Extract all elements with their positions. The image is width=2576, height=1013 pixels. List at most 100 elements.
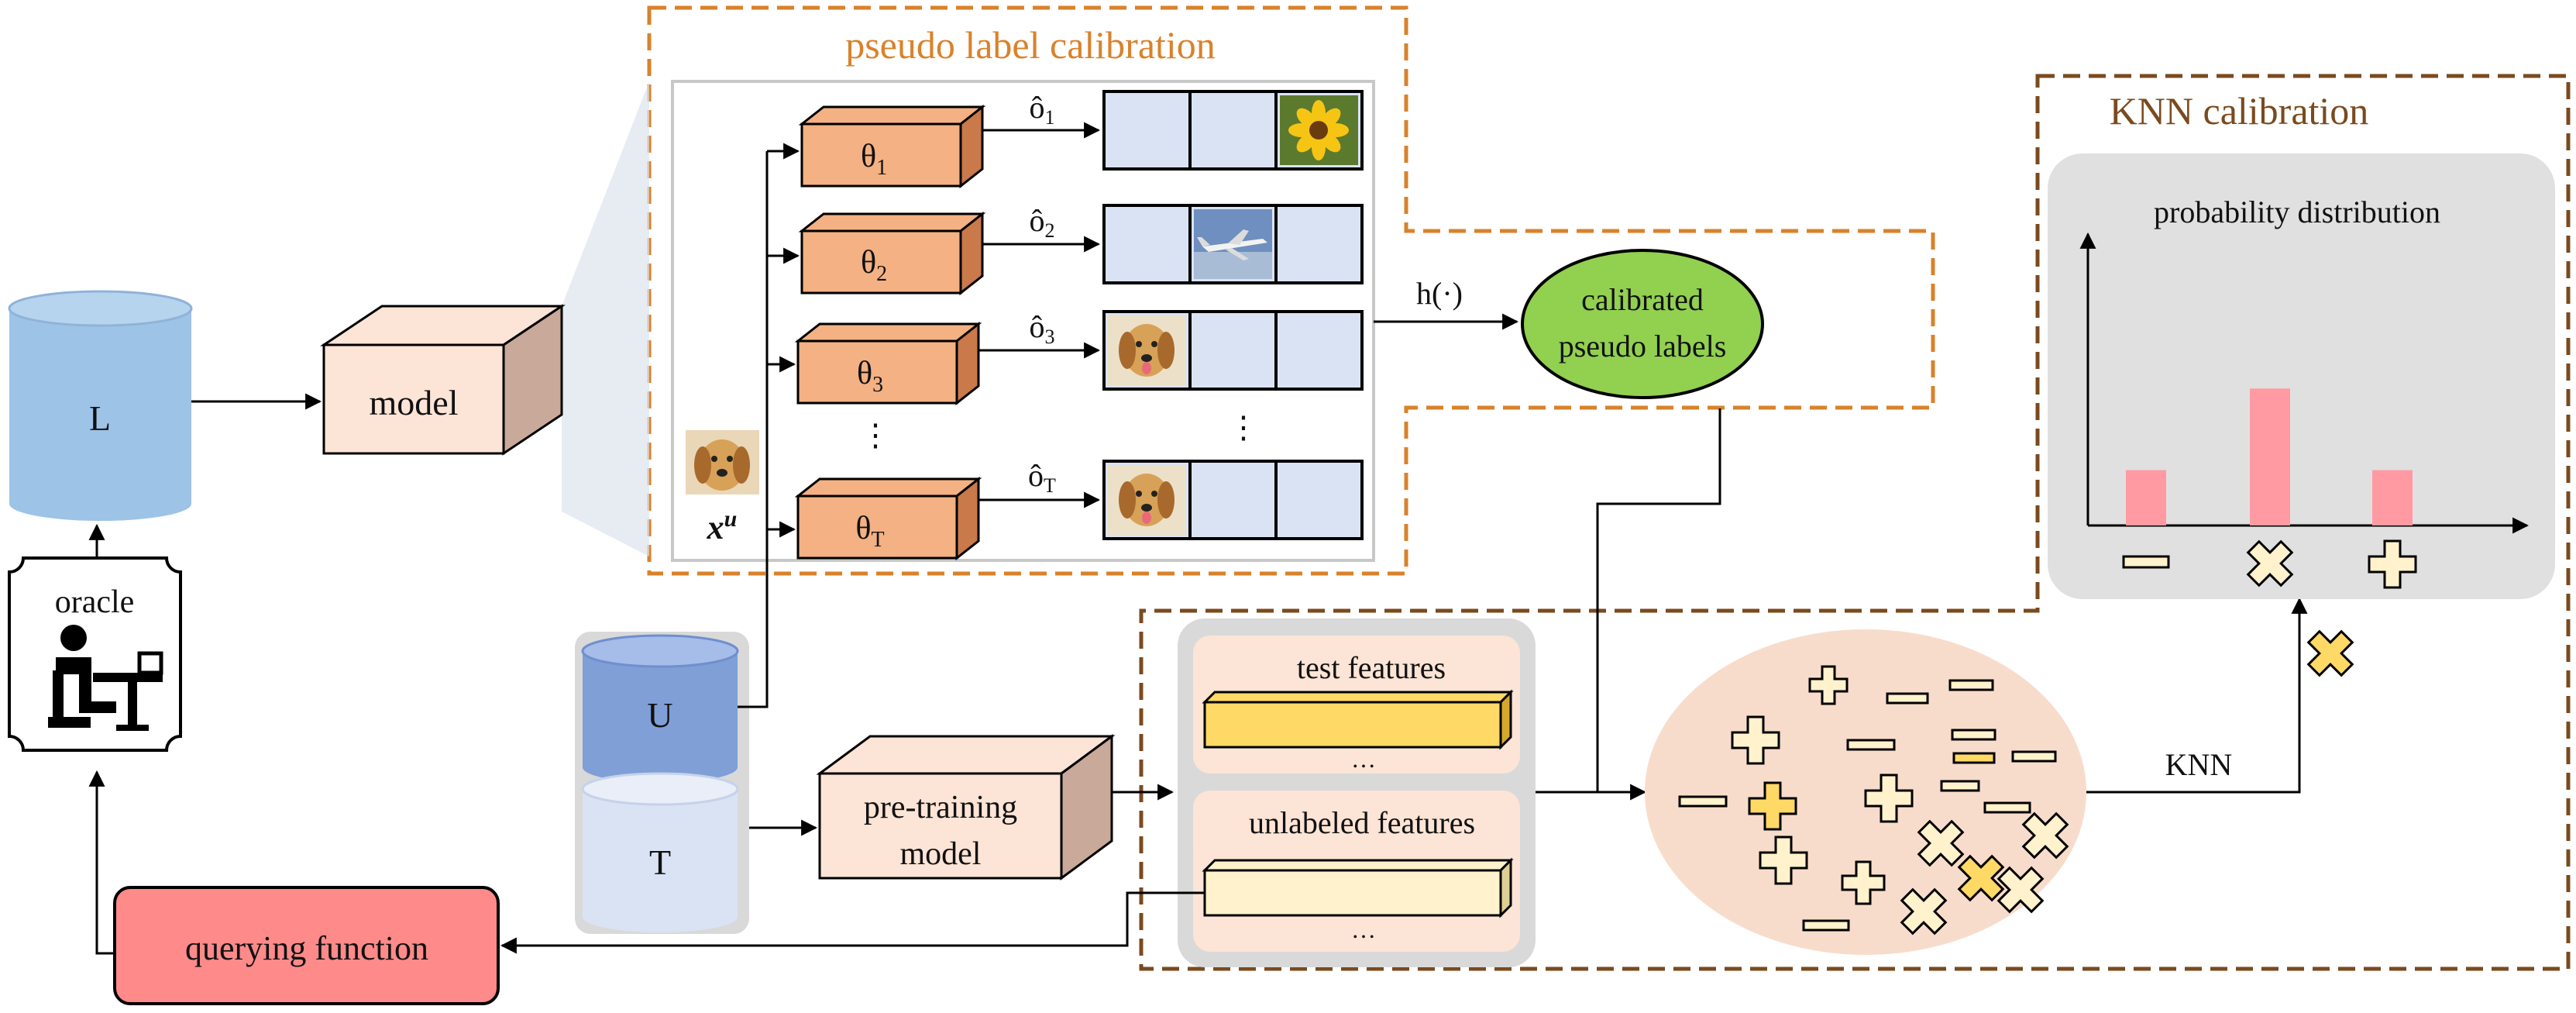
svg-text:ô2: ô2	[1030, 203, 1055, 242]
cross-marker	[2021, 811, 2069, 860]
bar-cross	[2250, 388, 2290, 525]
prediction-row-2	[1102, 204, 1364, 284]
test-data-store: T	[581, 772, 739, 932]
model-box: model	[320, 304, 566, 456]
cross-marker	[1917, 819, 1965, 867]
test-feature-bar	[1202, 689, 1514, 750]
minus-marker	[1802, 919, 1850, 932]
oracle-box: oracle	[8, 556, 182, 752]
svg-text:θ1: θ1	[861, 139, 887, 180]
arrow-query-to-oracle	[88, 770, 115, 955]
dog-image-rowT	[1108, 465, 1186, 535]
theta-3-symbol: θ	[857, 356, 872, 391]
input-dog-image	[686, 430, 759, 494]
connector-calibrated-to-features	[1596, 408, 1721, 792]
unlabeled-data-store: U	[581, 634, 739, 783]
prediction-row-3	[1102, 310, 1364, 391]
test-features-label: test features	[1297, 650, 1446, 685]
plus-marker	[1808, 665, 1849, 705]
chart-panel	[2048, 153, 2555, 599]
airplane-image	[1194, 209, 1272, 279]
svg-text:θ2: θ2	[861, 245, 887, 286]
svg-text:ô1: ô1	[1030, 90, 1055, 129]
query-cross-marker	[2306, 629, 2354, 677]
arrow-u-to-ensemble	[738, 151, 769, 708]
ensemble-vdots: ⋮	[860, 418, 891, 453]
model-theta-2: θ2	[798, 211, 986, 296]
cross-marker	[1957, 854, 2005, 902]
knn-calibration-box	[1139, 74, 2571, 971]
category-cross-marker	[2246, 539, 2294, 587]
minus-marker	[1940, 780, 1980, 792]
o-hat-T-sub: T	[1044, 474, 1056, 497]
bar-minus	[2126, 470, 2166, 525]
querying-function-label: querying function	[185, 929, 428, 967]
plus-marker	[1841, 860, 1886, 905]
minus-marker	[1948, 679, 1994, 691]
prediction-vdots: ⋮	[1228, 410, 1259, 445]
o-hat-T: ô	[1028, 458, 1044, 493]
minus-marker	[1846, 739, 1896, 751]
svg-text:ô3: ô3	[1030, 309, 1055, 348]
cross-marker	[1900, 887, 1948, 935]
svg-text:θ3: θ3	[857, 356, 883, 397]
unlabeled-feature-bar	[1202, 857, 1514, 918]
model-theta-3: θ3	[794, 321, 982, 406]
minus-marker	[1678, 795, 1728, 808]
unlabeled-features-label: unlabeled features	[1249, 805, 1475, 840]
o-hat-3: ô	[1030, 309, 1045, 344]
dog-image-row3	[1108, 315, 1186, 385]
chart-bars	[2126, 388, 2413, 525]
minus-marker	[1886, 692, 1929, 705]
prediction-row-1	[1102, 90, 1364, 171]
calibrated-label-line1: calibrated	[1581, 282, 1704, 317]
pretraining-label-line2: model	[900, 836, 982, 872]
minus-marker	[1952, 752, 1996, 764]
theta-3-sub: 3	[872, 373, 883, 397]
labeled-store-label: L	[89, 398, 111, 438]
minus-marker	[2011, 750, 2057, 763]
o-hat-2: ô	[1030, 203, 1045, 238]
person-at-desk-icon	[48, 625, 163, 731]
o-hat-3-sub: 3	[1045, 326, 1055, 348]
plus-marker	[1731, 715, 1780, 765]
theta-T-symbol: θ	[855, 511, 871, 546]
zoom-wedge	[562, 81, 649, 556]
category-plus-marker	[2368, 539, 2417, 589]
svg-text:θT: θT	[855, 511, 884, 552]
unlabeled-store-label: U	[647, 695, 672, 735]
pseudo-label-calibration-box	[647, 5, 1935, 576]
pretraining-model-box: pre-training model	[816, 734, 1116, 880]
test-store-label: T	[649, 842, 671, 882]
minus-marker	[1951, 729, 1996, 741]
unlabeled-features-ellipsis: …	[1351, 915, 1376, 943]
test-features-ellipsis: …	[1351, 745, 1376, 773]
h-function-label: h(·)	[1416, 276, 1463, 311]
minus-marker	[1983, 801, 2031, 814]
sunflower-image	[1280, 95, 1358, 165]
model-theta-1: θ1	[798, 104, 986, 189]
chart-title: probability distribution	[2154, 195, 2440, 229]
o-hat-1-sub: 1	[1045, 106, 1055, 129]
arrow-knn	[2086, 597, 2308, 794]
theta-1-sub: 1	[876, 156, 887, 180]
theta-1-symbol: θ	[861, 139, 876, 174]
cross-marker	[1996, 866, 2045, 914]
calibrated-pseudo-labels-node	[1521, 249, 1764, 399]
labeled-data-store: L	[8, 290, 193, 521]
category-minus-marker	[2122, 555, 2170, 569]
knn-calibration-title: KNN calibration	[2110, 89, 2369, 133]
theta-T-sub: T	[872, 528, 885, 552]
feature-space-points	[1678, 665, 2069, 935]
o-hat-2-sub: 2	[1045, 219, 1055, 242]
model-theta-T: θT	[794, 476, 982, 561]
theta-2-symbol: θ	[861, 245, 876, 281]
prediction-row-T	[1102, 460, 1364, 540]
querying-function-box	[113, 886, 500, 1005]
arrow-features-to-query	[500, 891, 1205, 954]
svg-text:ôT: ôT	[1028, 458, 1056, 497]
model-label: model	[370, 383, 459, 422]
o-hat-1: ô	[1030, 90, 1045, 125]
plus-marker	[1759, 836, 1808, 885]
